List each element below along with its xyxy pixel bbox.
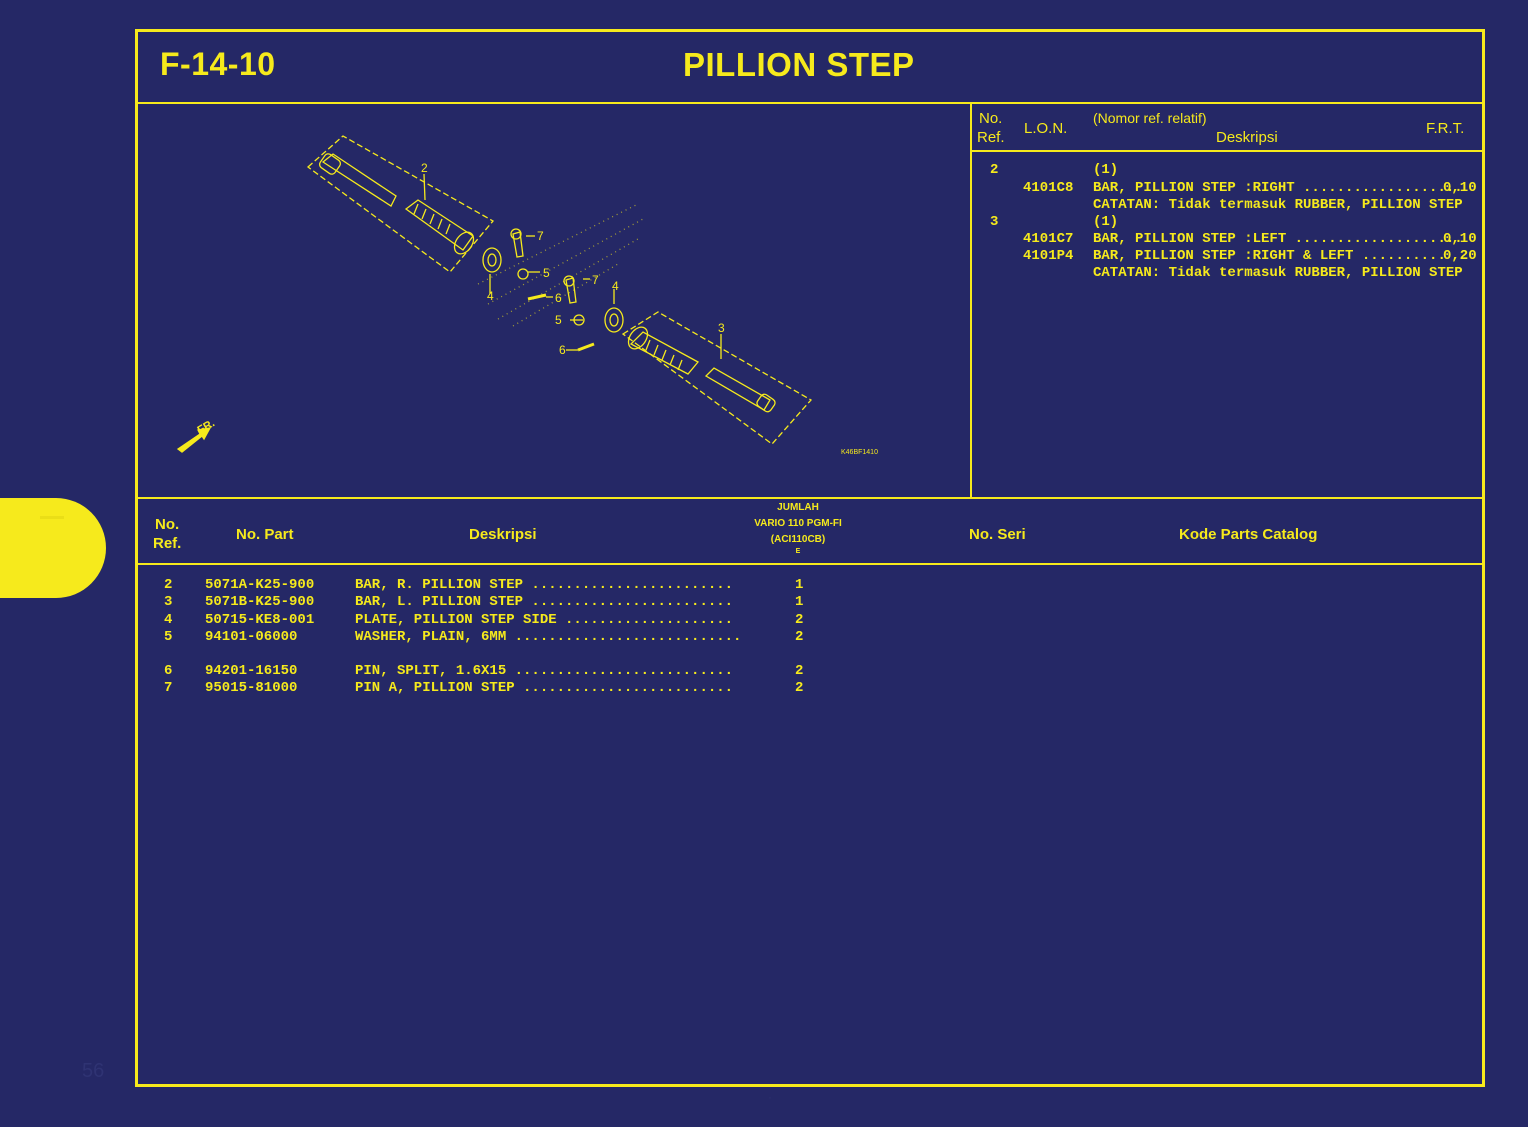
part-cell-part: 5071A-K25-900 (205, 577, 315, 593)
rubber-left (629, 331, 700, 375)
lon-cell-frt: 0,10 (1443, 231, 1477, 247)
part-cell-qty: 2 (795, 680, 804, 696)
tab-mark (40, 516, 64, 519)
plate-side-lower (604, 307, 624, 333)
model-label: VARIO 110 PGM-FI (754, 518, 842, 529)
parts-header-no-part: No. Part (236, 526, 294, 543)
split-pin-lower (577, 342, 595, 352)
page-number: 56 (82, 1060, 105, 1082)
callout: 2 (421, 161, 428, 175)
lon-header-no: No. (979, 110, 1003, 127)
part-cell-ref: 5 (164, 629, 173, 645)
callout: 7 (592, 273, 599, 287)
parts-header-kode: Kode Parts Catalog (1179, 526, 1318, 543)
section-tab[interactable] (0, 498, 106, 598)
callout: 6 (555, 291, 562, 305)
part-cell-ref: 2 (164, 577, 173, 593)
header-divider (138, 102, 1482, 104)
lon-cell-desc: (1) (1093, 162, 1119, 178)
diagram-divider (970, 102, 972, 497)
drawing-code: K46BF1410 (841, 449, 878, 456)
part-cell-qty: 2 (795, 629, 804, 645)
jumlah-label: JUMLAH (777, 502, 819, 513)
part-cell-part: 95015-81000 (205, 680, 298, 696)
part-cell-part: 94101-06000 (205, 629, 298, 645)
bar-right-outline (306, 135, 495, 273)
lon-header-deskripsi: Deskripsi (1216, 129, 1278, 146)
lon-cell-desc: BAR, PILLION STEP :RIGHT & LEFT ........… (1093, 248, 1446, 264)
parts-header-ref: Ref. (153, 535, 182, 552)
lon-cell-lon: 4101P4 (1023, 248, 1074, 264)
part-cell-qty: 2 (795, 612, 804, 628)
parts-header-divider (138, 563, 1482, 565)
callout: 4 (612, 279, 619, 293)
model-mark: E (795, 548, 801, 555)
split-pin-upper (527, 293, 547, 301)
pin-a-upper (512, 231, 524, 258)
part-cell-desc: BAR, R. PILLION STEP ...................… (355, 577, 734, 593)
diagram-svg: 2 7 5 6 7 4 4 5 6 3 FR. K46BF1410 (176, 135, 878, 456)
part-cell-ref: 3 (164, 594, 173, 610)
lon-cell-desc: (1) (1093, 214, 1119, 230)
callout: 6 (559, 343, 566, 357)
catalog-frame: F-14-10 PILLION STEP (135, 29, 1485, 1087)
lon-header-nomor-ref: (Nomor ref. relatif) (1093, 110, 1207, 126)
parts-header-no: No. (155, 516, 180, 533)
part-cell-desc: PIN, SPLIT, 1.6X15 .....................… (355, 663, 734, 679)
part-cell-qty: 2 (795, 663, 804, 679)
part-cell-desc: PLATE, PILLION STEP SIDE ...............… (355, 612, 734, 628)
part-cell-ref: 6 (164, 663, 173, 679)
callout: 5 (543, 266, 550, 280)
washer-upper (517, 268, 529, 280)
part-cell-part: 50715-KE8-001 (205, 612, 315, 628)
part-cell-ref: 4 (164, 612, 173, 628)
front-label: FR. (196, 417, 217, 436)
lon-cell-desc: CATATAN: Tidak termasuk RUBBER, PILLION … (1093, 197, 1463, 213)
plate-side-upper (482, 247, 502, 273)
lon-cell-frt: 0,10 (1443, 180, 1477, 196)
model-code: (ACI110CB) (770, 534, 826, 545)
front-arrow (176, 427, 212, 453)
lon-cell-desc: BAR, PILLION STEP :RIGHT ...............… (1093, 180, 1463, 196)
lon-cell-desc: BAR, PILLION STEP :LEFT ................… (1093, 231, 1463, 247)
page-title: PILLION STEP (683, 46, 915, 83)
exploded-diagram: 2 7 5 6 7 4 4 5 6 3 FR. K46BF1410 (138, 104, 970, 497)
pin-a-lower (565, 277, 577, 304)
lon-cell-ref: 3 (990, 214, 999, 230)
page-footer-mark: · (768, 1090, 772, 1104)
callout: 5 (555, 313, 562, 327)
part-cell-part: 5071B-K25-900 (205, 594, 315, 610)
page-code: F-14-10 (160, 46, 276, 82)
parts-header-no-seri: No. Seri (969, 526, 1026, 543)
lon-header-frt: F.R.T. (1426, 120, 1465, 137)
part-cell-desc: BAR, L. PILLION STEP ...................… (355, 594, 734, 610)
lon-cell-lon: 4101C8 (1023, 180, 1074, 196)
jumlah-header: JUMLAH VARIO 110 PGM-FI (ACI110CB) E (738, 500, 858, 556)
lon-header-divider (970, 150, 1482, 152)
lon-cell-lon: 4101C7 (1023, 231, 1074, 247)
lon-cell-desc: CATATAN: Tidak termasuk RUBBER, PILLION … (1093, 265, 1463, 281)
part-cell-qty: 1 (795, 594, 804, 610)
part-cell-part: 94201-16150 (205, 663, 298, 679)
part-cell-qty: 1 (795, 577, 804, 593)
bar-right (321, 153, 397, 207)
bar-left-outline (621, 311, 813, 445)
bar-left (704, 367, 771, 411)
callout: 7 (537, 229, 544, 243)
part-cell-desc: WASHER, PLAIN, 6MM .....................… (355, 629, 742, 645)
lon-cell-frt: 0,20 (1443, 248, 1477, 264)
lon-header-ref: Ref. (977, 129, 1005, 146)
part-cell-desc: PIN A, PILLION STEP ....................… (355, 680, 734, 696)
part-cell-ref: 7 (164, 680, 173, 696)
lon-cell-ref: 2 (990, 162, 999, 178)
callout: 4 (487, 289, 494, 303)
callout: 3 (718, 321, 725, 335)
parts-header-deskripsi: Deskripsi (469, 526, 537, 543)
diagram-bottom-divider (138, 497, 1482, 499)
lon-header-lon: L.O.N. (1024, 120, 1068, 137)
